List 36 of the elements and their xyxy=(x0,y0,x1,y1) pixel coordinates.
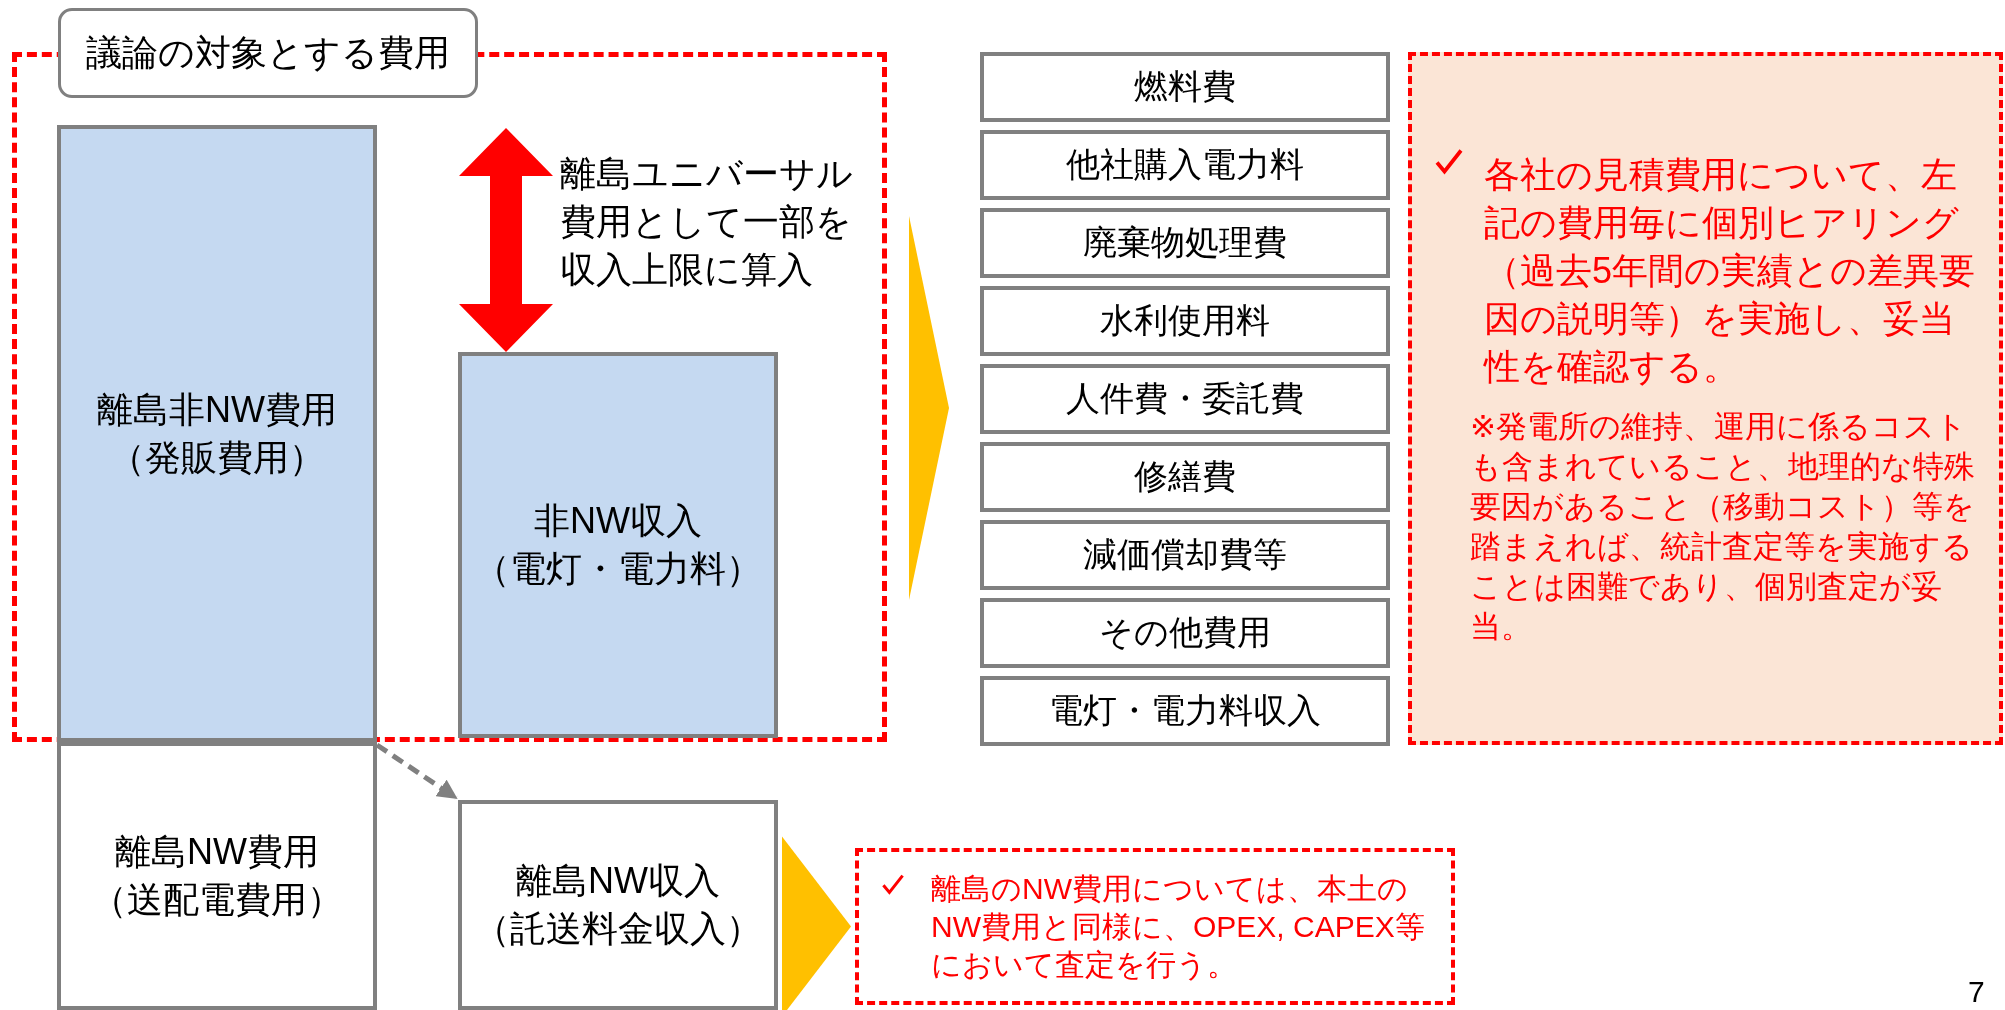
item-label: 人件費・委託費 xyxy=(1066,378,1304,419)
page-number: 7 xyxy=(1968,975,1985,1009)
note-text: 離島のNW費用については、本土のNW費用と同様に、OPEX, CAPEX等において査定を行う。 xyxy=(931,870,1426,983)
cost-box xyxy=(57,125,377,742)
note-text: 各社の見積費用について、左記の費用毎に個別ヒアリング（過去5年間の実績との差異要因の説明等）を実施し、妥当性を確認する。 xyxy=(1484,152,1977,389)
item-label: 修繕費 xyxy=(1134,456,1236,497)
annotation-text: 離島ユニバーサル費用として一部を収入上限に算入 xyxy=(560,152,854,292)
note-box xyxy=(1408,52,2003,745)
cost-box xyxy=(458,352,778,738)
cost-item-box xyxy=(980,52,1390,122)
cost-item-box xyxy=(980,442,1390,512)
cost-item-box xyxy=(980,598,1390,668)
note-box xyxy=(855,848,1455,1005)
cost-box xyxy=(458,800,778,1010)
item-label: 廃棄物処理費 xyxy=(1083,222,1287,263)
note-text: ※発電所の維持、運用に係るコストも含まれていること、地理的な特殊要因があること（移動コスト）等を踏まえれば、統計査定等を実施することは困難であり、個別査定が妥当。 xyxy=(1470,407,1976,646)
item-label: 電灯・電力料収入 xyxy=(1049,690,1321,731)
cost-item-box xyxy=(980,286,1390,356)
box-label: 非NW収入（電灯・電力料） xyxy=(473,499,763,591)
item-label: 他社購入電力料 xyxy=(1066,144,1304,185)
chevron-arrow xyxy=(909,216,949,600)
item-label: その他費用 xyxy=(1099,612,1271,653)
chevron-arrow xyxy=(782,836,851,1010)
cost-item-box xyxy=(980,364,1390,434)
item-label: 減価償却費等 xyxy=(1083,534,1287,575)
box-label: 離島NW収入（託送料金収入） xyxy=(473,859,763,951)
box-label: 離島NW費用（送配電費用） xyxy=(90,830,344,922)
cost-item-box xyxy=(980,130,1390,200)
group-title: 議論の対象とする費用 xyxy=(58,8,478,98)
cost-item-box xyxy=(980,676,1390,746)
cost-item-box xyxy=(980,208,1390,278)
box-label: 離島非NW費用（発販費用） xyxy=(96,387,338,480)
cost-box xyxy=(57,742,377,1010)
item-label: 水利使用料 xyxy=(1100,300,1270,341)
cost-item-box xyxy=(980,520,1390,590)
item-label: 燃料費 xyxy=(1134,66,1236,107)
